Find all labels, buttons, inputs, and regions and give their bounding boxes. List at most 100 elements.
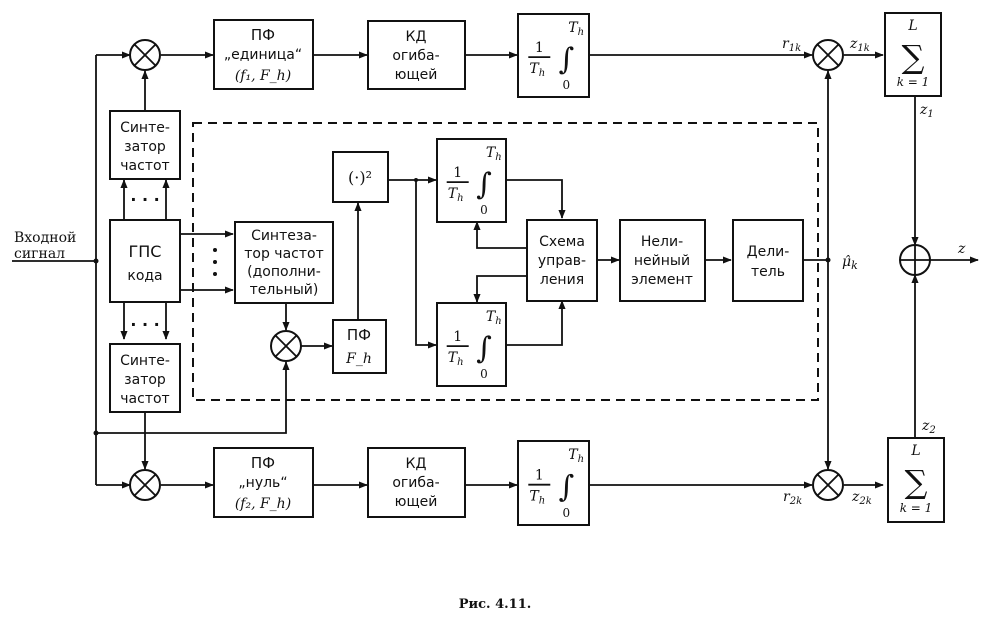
svg-text:тель: тель: [751, 264, 785, 280]
svg-text:элемент: элемент: [631, 272, 693, 288]
signal-label-z2k: z2k: [851, 489, 872, 507]
integrator-bottom: 1Th∫Th0: [517, 440, 590, 526]
integral-sign: ∫: [558, 42, 574, 77]
signal-label-z2: z2: [921, 418, 936, 436]
svg-text:нейный: нейный: [634, 253, 690, 269]
dot: [213, 272, 217, 276]
bpf-one-block: ПФ „единица“ (f₁, F_h): [213, 19, 314, 90]
svg-text:z1k: z1k: [849, 36, 870, 54]
svg-text:k = 1: k = 1: [900, 501, 933, 515]
squarer-block: (·)²: [332, 151, 389, 203]
integrator-numerator: 1: [453, 329, 462, 345]
svg-text:Схема: Схема: [539, 234, 585, 250]
output-label-z: z: [957, 241, 966, 257]
svg-text:Синте-: Синте-: [120, 120, 170, 136]
wire-reset: [473, 221, 526, 249]
svg-text:„единица“: „единица“: [224, 47, 302, 63]
svg-text:∑: ∑: [905, 463, 928, 501]
svg-text:Нели-: Нели-: [641, 234, 683, 250]
input-label-line2: сигнал: [14, 246, 65, 262]
svg-text:ПФ: ПФ: [347, 326, 371, 344]
svg-text:ГПС: ГПС: [129, 242, 162, 261]
frequency-synth-top: Синте- затор частот: [109, 110, 181, 180]
integral-sign: ∫: [476, 331, 492, 366]
signal-label-r2k: r2k: [783, 489, 802, 507]
svg-text:(f₁, F_h): (f₁, F_h): [235, 68, 291, 84]
svg-text:Дели-: Дели-: [747, 244, 790, 260]
svg-text:ПФ: ПФ: [251, 26, 275, 44]
svg-text:L: L: [910, 443, 920, 459]
svg-text:тор частот: тор частот: [244, 246, 323, 262]
integrator-lower-limit: 0: [562, 506, 570, 520]
svg-text:частот: частот: [120, 158, 169, 174]
bpf-zero-block: ПФ „нуль“ (f₂, F_h): [213, 447, 314, 518]
integrator-lower-limit: 0: [562, 78, 570, 92]
signal-label-mu-k: μ̂k: [842, 254, 858, 272]
summator-bottom: L ∑ k = 1: [887, 437, 945, 523]
ellipsis: · · ·: [130, 315, 159, 334]
integrator-numerator: 1: [535, 40, 544, 56]
svg-text:тельный): тельный): [250, 282, 319, 298]
signal-label-r1k: r1k: [782, 36, 801, 54]
mixer-bottom: [129, 469, 161, 501]
wire-reset: [473, 275, 526, 303]
integrator-numerator: 1: [535, 468, 544, 484]
svg-text:(дополни-: (дополни-: [247, 264, 321, 280]
svg-text:затор: затор: [124, 139, 166, 155]
svg-text:Синтеза-: Синтеза-: [251, 228, 317, 244]
divider-block: Дели- тель: [732, 219, 804, 302]
svg-text:Синте-: Синте-: [120, 353, 170, 369]
figure-caption: Рис. 4.11.: [459, 597, 532, 612]
ellipsis: · · ·: [130, 190, 159, 209]
mixer-mu-top: [812, 39, 844, 71]
wire: [96, 361, 290, 434]
svg-text:z2k: z2k: [851, 489, 872, 507]
svg-text:μ̂k: μ̂k: [842, 254, 858, 272]
svg-text:(f₂, F_h): (f₂, F_h): [235, 496, 291, 512]
dot: [213, 248, 217, 252]
svg-text:z1: z1: [919, 102, 934, 120]
svg-text:k = 1: k = 1: [897, 75, 930, 89]
mixer-top: [129, 39, 161, 71]
svg-text:ющей: ющей: [395, 67, 438, 83]
integrator-inner-bottom: 1Th∫Th0: [436, 302, 507, 387]
svg-text:„нуль“: „нуль“: [238, 475, 287, 491]
svg-text:затор: затор: [124, 372, 166, 388]
svg-text:r2k: r2k: [783, 489, 802, 507]
integrator-top: 1Th∫Th0: [517, 13, 590, 98]
svg-text:ПФ: ПФ: [251, 454, 275, 472]
svg-text:огиба-: огиба-: [392, 475, 439, 491]
adder: [899, 244, 931, 276]
svg-text:(·)²: (·)²: [348, 168, 372, 187]
envelope-detector-top: КД огиба- ющей: [367, 20, 466, 90]
integrator-inner-top: 1Th∫Th0: [436, 138, 507, 223]
svg-text:ления: ления: [540, 272, 584, 288]
envelope-detector-bottom: КД огиба- ющей: [367, 447, 466, 518]
svg-text:управ-: управ-: [538, 253, 586, 269]
svg-text:F_h: F_h: [345, 351, 372, 367]
dot: [213, 260, 217, 264]
signal-label-z1: z1: [919, 102, 934, 120]
svg-text:∑: ∑: [902, 38, 925, 76]
signal-label-z1k: z1k: [849, 36, 870, 54]
svg-text:частот: частот: [120, 391, 169, 407]
svg-text:кода: кода: [127, 268, 162, 284]
svg-text:L: L: [907, 18, 917, 34]
integrator-lower-limit: 0: [480, 203, 488, 217]
svg-text:огиба-: огиба-: [392, 48, 439, 64]
summator-top: L ∑ k = 1: [884, 12, 942, 97]
wire: [415, 180, 437, 349]
nonlinear-element-block: Нели- нейный элемент: [619, 219, 706, 302]
integrator-lower-limit: 0: [480, 367, 488, 381]
adaptive-threshold-enclosure: [192, 122, 819, 401]
wire: [506, 300, 566, 346]
mixer-mu-bottom: [812, 469, 844, 501]
svg-text:r1k: r1k: [782, 36, 801, 54]
svg-text:z2: z2: [921, 418, 936, 436]
integral-sign: ∫: [476, 167, 492, 202]
svg-text:КД: КД: [406, 29, 427, 45]
bpf-fh-block: ПФ F_h: [332, 319, 387, 374]
control-circuit-block: Схема управ- ления: [526, 219, 598, 302]
wire: [506, 179, 566, 219]
integral-sign: ∫: [558, 470, 574, 505]
